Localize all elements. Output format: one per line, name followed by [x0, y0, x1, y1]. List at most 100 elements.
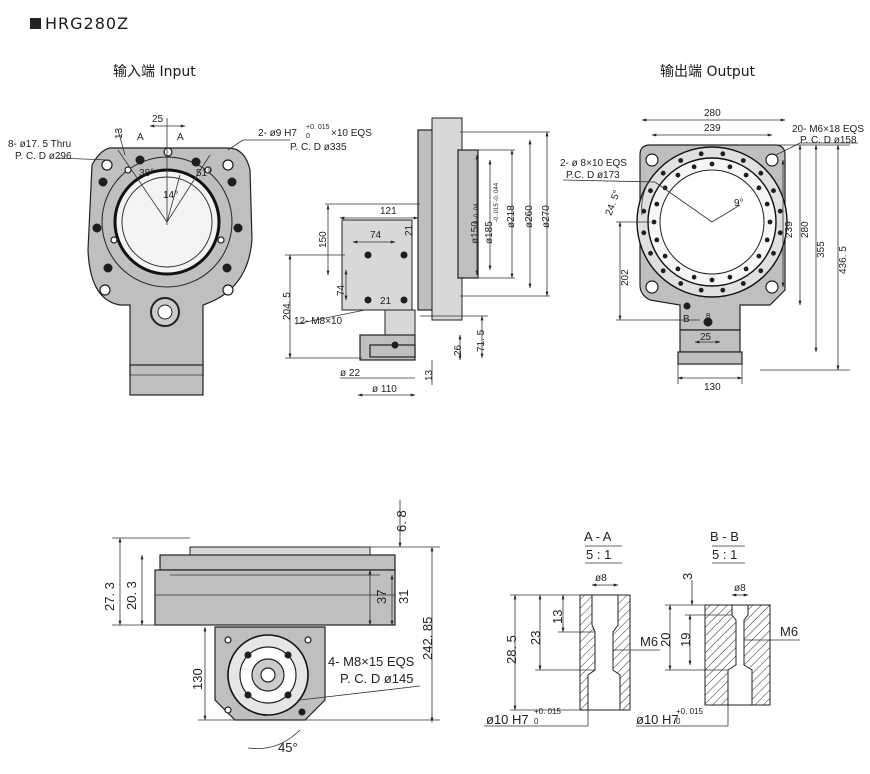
- dim-v280: 280: [800, 221, 811, 238]
- angle-14: 14°: [163, 190, 178, 201]
- pins-tol-low: 0: [306, 133, 310, 140]
- input-view-label: 输入端 Input: [113, 64, 196, 80]
- tapped-hole-icon: [777, 230, 783, 236]
- bb-d19: 19: [678, 633, 693, 647]
- dim-25: 25: [152, 114, 164, 125]
- holes-note: 8- ø17. 5 Thru: [8, 139, 71, 150]
- dim-d218: ø218: [506, 205, 517, 228]
- aa-d8: ø8: [595, 573, 607, 584]
- holes-pcd: P. C. D ø296: [15, 151, 72, 162]
- tapped-hole-icon: [740, 158, 746, 163]
- dim-d150-tol: 0 -0. 04: [474, 203, 480, 224]
- tapped-hole-icon: [662, 185, 668, 191]
- tapped-hole-icon: [675, 266, 681, 272]
- dim-280: 280: [704, 108, 721, 119]
- tapped-hole-icon: [756, 185, 762, 191]
- model-title: HRG280Z: [30, 14, 129, 33]
- dim-37: 37: [374, 590, 389, 604]
- bb-d3: 3: [680, 573, 695, 580]
- tapped-hole-icon: [758, 170, 764, 176]
- tapped-hole-icon: [654, 201, 660, 207]
- dim-d270: ø270: [541, 205, 552, 228]
- angle-45: 45°: [278, 740, 298, 755]
- dim-74h: 74: [370, 230, 382, 241]
- bb-title: B - B: [710, 529, 739, 544]
- bb-m6: M6: [780, 624, 798, 639]
- tap-note: 12- M8×10: [294, 316, 343, 327]
- tapped-hole-icon: [758, 268, 764, 274]
- output-view: 280 239 20- M6×18 EQS P. C. D ø158 2- ø …: [560, 108, 864, 393]
- tapped-hole-icon: [771, 188, 776, 194]
- dim-21a: 21: [404, 224, 415, 236]
- aa-scale: 5 : 1: [586, 547, 611, 562]
- dim-d185-tol: -0. 015 -0. 044: [494, 182, 500, 222]
- angle-9: 9°: [734, 198, 744, 209]
- tapped-hole-icon: [641, 208, 647, 214]
- dim-242-85: 242. 85: [420, 617, 435, 660]
- bb-tol0: 0: [676, 717, 681, 726]
- dim-6-8: 6. 8: [394, 510, 409, 532]
- output-view-label: 输出端 Output: [660, 64, 756, 80]
- dim-26: 26: [453, 344, 464, 356]
- hole-note: 2- ø 8×10 EQS: [560, 158, 627, 169]
- dim-31: 31: [396, 590, 411, 604]
- dim-13: 13: [424, 369, 435, 381]
- aa-m6: M6: [640, 634, 658, 649]
- dim-130: 130: [190, 668, 205, 690]
- dim-d185: ø185: [484, 221, 495, 244]
- tapped-hole-icon: [641, 230, 647, 236]
- dim-121: 121: [380, 206, 397, 217]
- tapped-hole-icon: [720, 287, 726, 293]
- hole-pcd: P.C. D ø173: [566, 170, 620, 181]
- dim-d22: ø 22: [340, 368, 360, 379]
- tapped-hole-icon: [691, 274, 697, 280]
- dim-d150: ø150: [470, 221, 481, 244]
- dim-239: 239: [704, 123, 721, 134]
- tapped-hole-icon: [764, 201, 770, 207]
- bb-tol: +0. 015: [676, 707, 703, 716]
- tapped-hole-icon: [727, 274, 733, 280]
- tap-note: 4- M8×15 EQS: [328, 654, 415, 669]
- tapped-hole-icon: [720, 151, 726, 157]
- aa-tol: +0. 015: [534, 707, 561, 716]
- tapped-hole-icon: [691, 164, 697, 170]
- dim-130: 130: [704, 382, 721, 393]
- aa-d23: 23: [528, 631, 543, 645]
- tapped-hole-icon: [662, 253, 668, 259]
- tapped-hole-icon: [709, 277, 715, 283]
- tapped-hole-icon: [743, 172, 749, 178]
- tapped-hole-icon: [678, 281, 684, 286]
- tapped-hole-icon: [648, 188, 653, 194]
- tapped-hole-icon: [675, 172, 681, 178]
- angle-51: 51°: [196, 168, 211, 179]
- tapped-hole-icon: [678, 158, 684, 163]
- tapped-hole-icon: [727, 164, 733, 170]
- tapped-hole-icon: [709, 161, 715, 167]
- bb-scale: 5 : 1: [712, 547, 737, 562]
- aa-tol0: 0: [534, 717, 539, 726]
- angle-38: 38°: [139, 168, 154, 179]
- dim-v436-5: 436. 5: [838, 246, 849, 274]
- section-mark-a1: A: [137, 132, 144, 143]
- dim-150: 150: [318, 231, 329, 248]
- pins-pcd: P. C. D ø335: [290, 142, 347, 153]
- section-mark-b1: B: [683, 314, 690, 325]
- bb-d20: 20: [658, 633, 673, 647]
- dim-74v: 74: [336, 284, 347, 296]
- section-bb: B - B 5 : 1 ø8 3 20 19 M6 ø10 H7 +0. 015…: [636, 529, 800, 727]
- tapped-hole-icon: [740, 281, 746, 286]
- angle-24-5: 24. 5°: [604, 189, 623, 217]
- dim-21b: 21: [380, 296, 392, 307]
- aa-d10: ø10 H7: [486, 712, 529, 727]
- aa-d13: 13: [550, 610, 565, 624]
- tapped-hole-icon: [777, 208, 783, 214]
- input-view: 25 13 38° 51° 14° A A 8- ø17. 5 Thru P. …: [8, 114, 372, 396]
- tapped-hole-icon: [651, 219, 657, 225]
- pins-tol: +0. 015: [306, 124, 330, 131]
- tapped-hole-icon: [654, 237, 660, 243]
- section-aa: A - A 5 : 1 ø8 28. 5 23 13 M6 ø10 H7 +0.…: [484, 529, 660, 727]
- dim-d110: ø 110: [372, 384, 397, 395]
- tapped-hole-icon: [764, 237, 770, 243]
- tapped-hole-icon: [756, 253, 762, 259]
